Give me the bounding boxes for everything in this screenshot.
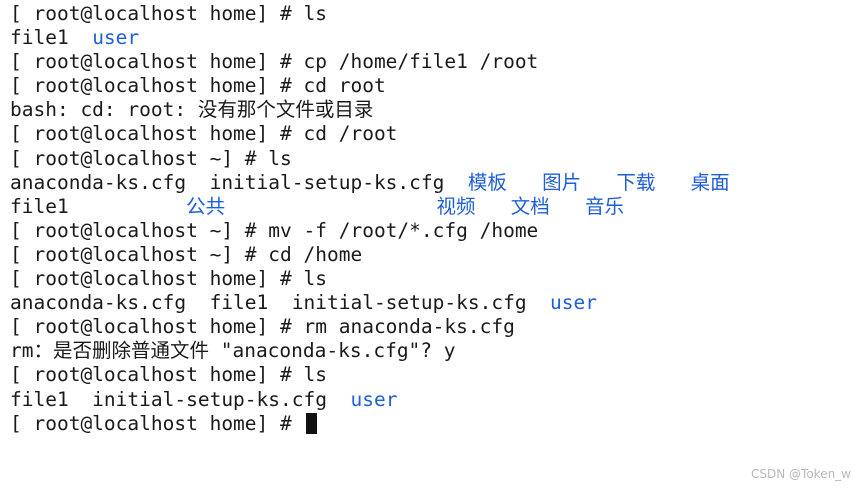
- terminal-line: anaconda-ks.cfg file1 initial-setup-ks.c…: [10, 291, 865, 315]
- terminal-line: [ root@localhost home] # cd /root: [10, 122, 865, 146]
- directory-name: user: [92, 26, 140, 50]
- terminal-text: anaconda-ks.cfg initial-setup-ks.cfg: [10, 170, 468, 194]
- terminal-line: rm：是否删除普通文件 "anaconda-ks.cfg"? y: [10, 339, 865, 363]
- terminal-text: [ root@localhost home] # ls: [10, 267, 327, 291]
- terminal-line: [ root@localhost home] # rm anaconda-ks.…: [10, 315, 865, 339]
- terminal-text: [ root@localhost ~] # ls: [10, 146, 292, 170]
- directory-name: 视频: [436, 194, 476, 218]
- terminal-text: [ root@localhost home] # cd /root: [10, 122, 398, 146]
- terminal-text: [507, 171, 542, 195]
- directory-name: 音乐: [584, 194, 624, 218]
- terminal-text: [ root@localhost ~] # mv -f /root/*.cfg …: [10, 218, 539, 242]
- terminal-line: bash: cd: root: 没有那个文件或目录: [10, 98, 865, 122]
- terminal-line: anaconda-ks.cfg initial-setup-ks.cfg 模板 …: [10, 171, 865, 195]
- terminal-line: [ root@localhost ~] # ls: [10, 147, 865, 171]
- text-cursor: [305, 412, 317, 434]
- terminal-line: [ root@localhost home] # ls: [10, 267, 865, 291]
- terminal-text: [550, 195, 585, 219]
- directory-name: 下载: [616, 170, 656, 194]
- terminal-line: [ root@localhost home] #: [10, 412, 865, 436]
- directory-name: 文档: [510, 194, 550, 218]
- directory-name: 桌面: [690, 170, 730, 194]
- terminal-line: file1 user: [10, 26, 865, 50]
- terminal-line: [ root@localhost ~] # mv -f /root/*.cfg …: [10, 219, 865, 243]
- watermark: CSDN @Token_w: [751, 467, 851, 481]
- terminal-text: file1: [10, 194, 187, 218]
- terminal-text: [581, 171, 616, 195]
- terminal-text: [ root@localhost home] #: [10, 411, 304, 435]
- terminal-line: [ root@localhost home] # cp /home/file1 …: [10, 50, 865, 74]
- terminal-text: [655, 171, 690, 195]
- terminal-text: anaconda-ks.cfg file1 initial-setup-ks.c…: [10, 291, 551, 315]
- terminal-line: [ root@localhost ~] # cd /home: [10, 243, 865, 267]
- directory-name: 模板: [467, 170, 507, 194]
- terminal-text: [225, 195, 436, 219]
- terminal-text: file1: [10, 26, 93, 50]
- terminal-text: [ root@localhost ~] # cd /home: [10, 242, 363, 266]
- terminal-text: bash: cd: root: 没有那个文件或目录: [10, 98, 374, 122]
- terminal-text: [475, 195, 510, 219]
- terminal-text: [ root@localhost home] # ls: [10, 2, 327, 25]
- terminal-line: [ root@localhost home] # ls: [10, 363, 865, 387]
- terminal-text: file1 initial-setup-ks.cfg: [10, 387, 351, 411]
- terminal-line: [ root@localhost home] # cd root: [10, 74, 865, 98]
- terminal-text: [ root@localhost home] # ls: [10, 363, 327, 387]
- terminal-text: [ root@localhost home] # rm anaconda-ks.…: [10, 315, 515, 339]
- directory-name: user: [350, 387, 398, 411]
- terminal-text: [ root@localhost home] # cp /home/file1 …: [10, 50, 539, 74]
- terminal-text: rm：是否删除普通文件 "anaconda-ks.cfg"? y: [10, 339, 456, 363]
- directory-name: 图片: [542, 170, 582, 194]
- directory-name: 公共: [186, 194, 226, 218]
- terminal-line: file1 公共 视频 文档 音乐: [10, 195, 865, 219]
- terminal-line: [ root@localhost home] # ls: [10, 2, 865, 26]
- directory-name: user: [550, 291, 598, 315]
- terminal-text: [ root@localhost home] # cd root: [10, 74, 386, 98]
- terminal-line: file1 initial-setup-ks.cfg user: [10, 388, 865, 412]
